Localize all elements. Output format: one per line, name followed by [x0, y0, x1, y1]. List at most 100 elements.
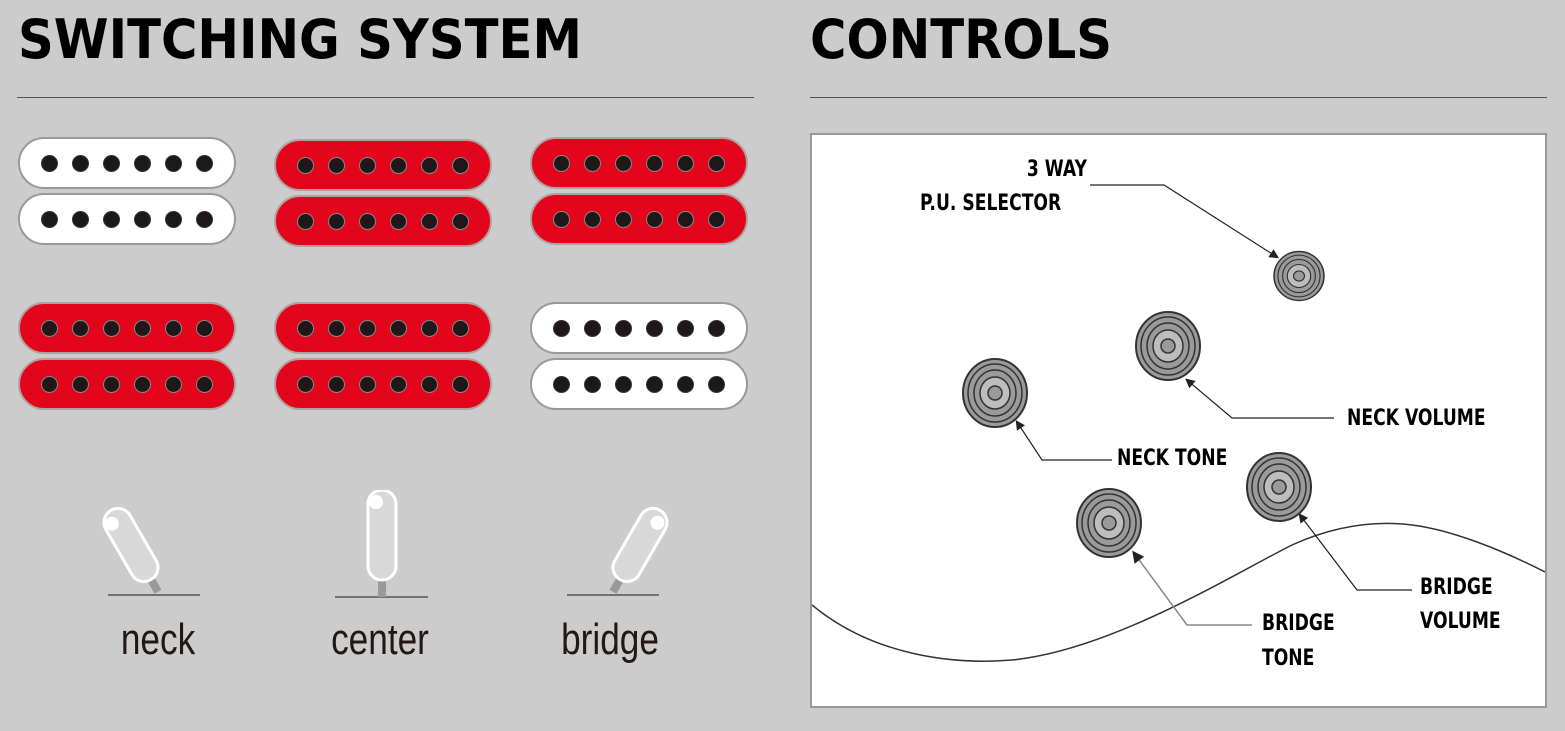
pole-piece-icon: [41, 154, 58, 172]
pickup-coil: [530, 358, 748, 410]
pole-piece-icon: [196, 319, 213, 337]
bridge-tone-knob-icon: [1076, 488, 1142, 558]
pole-piece-icon: [297, 375, 314, 393]
pole-piece-icon: [708, 375, 725, 393]
pole-piece-icon: [165, 210, 182, 228]
pole-piece-icon: [553, 210, 570, 228]
pole-piece-icon: [328, 212, 345, 230]
neck-pickup-center-active: [274, 302, 496, 414]
label-bridge-volume-line2: VOLUME: [1420, 609, 1501, 634]
pole-piece-icon: [390, 375, 407, 393]
pickup-coil: [18, 137, 236, 189]
pole-piece-icon: [196, 210, 213, 228]
controls-drawing: [812, 184, 1545, 662]
bridge-pickup-bridge-active: [530, 137, 752, 249]
label-selector-line2: P.U. SELECTOR: [920, 191, 1062, 216]
controls-diagram: 3 WAY P.U. SELECTOR NECK VOLUME NECK TON…: [810, 133, 1547, 708]
toggle-switch-neck-icon: [102, 506, 200, 596]
label-selector-line1: 3 WAY: [1026, 157, 1087, 182]
pole-piece-icon: [41, 319, 58, 337]
leader-bridge-volume: [1298, 513, 1412, 591]
pole-piece-icon: [390, 212, 407, 230]
pole-piece-icon: [359, 375, 376, 393]
pole-piece-icon: [196, 375, 213, 393]
pole-piece-icon: [421, 375, 438, 393]
pole-piece-icon: [584, 154, 601, 172]
switching-system-title: SWITCHING SYSTEM: [18, 8, 582, 71]
pole-piece-icon: [103, 210, 120, 228]
pole-piece-icon: [615, 375, 632, 393]
pole-piece-icon: [134, 319, 151, 337]
pole-piece-icon: [615, 154, 632, 172]
pole-piece-icon: [584, 319, 601, 337]
switch-label-neck: neck: [120, 615, 196, 664]
pole-piece-icon: [452, 375, 469, 393]
bridge-pickup-neck-inactive: [18, 137, 240, 249]
pole-piece-icon: [615, 210, 632, 228]
pole-piece-icon: [452, 319, 469, 337]
pole-piece-icon: [134, 375, 151, 393]
switch-label-bridge: bridge: [561, 615, 659, 664]
selector-knob-icon: [1273, 250, 1325, 302]
pickup-coil: [18, 302, 236, 354]
pole-piece-icon: [646, 375, 663, 393]
body-outline: [812, 522, 1545, 662]
bridge-volume-knob-icon: [1246, 452, 1312, 522]
label-neck-tone: NECK TONE: [1117, 446, 1228, 471]
pole-piece-icon: [72, 154, 89, 172]
label-bridge-tone-line1: BRIDGE: [1262, 611, 1335, 636]
pole-piece-icon: [165, 319, 182, 337]
divider: [810, 97, 1547, 98]
pickup-coil: [530, 193, 748, 245]
pole-piece-icon: [103, 154, 120, 172]
pole-piece-icon: [677, 375, 694, 393]
pole-piece-icon: [72, 375, 89, 393]
pole-piece-icon: [390, 156, 407, 174]
neck-tone-knob-icon: [962, 358, 1028, 428]
pole-piece-icon: [708, 319, 725, 337]
toggle-switch-bridge-icon: [567, 506, 669, 596]
pole-piece-icon: [677, 210, 694, 228]
toggle-switch-center-icon: [335, 490, 428, 598]
neck-pickup-neck-active: [18, 302, 240, 414]
pole-piece-icon: [452, 156, 469, 174]
divider: [17, 97, 754, 98]
pole-piece-icon: [165, 375, 182, 393]
pole-piece-icon: [584, 210, 601, 228]
pole-piece-icon: [41, 210, 58, 228]
pole-piece-icon: [297, 319, 314, 337]
label-bridge-volume-line1: BRIDGE: [1420, 575, 1493, 600]
bridge-pickup-center-active: [274, 139, 496, 251]
pole-piece-icon: [41, 375, 58, 393]
pole-piece-icon: [72, 210, 89, 228]
pole-piece-icon: [165, 154, 182, 172]
pole-piece-icon: [196, 154, 213, 172]
pole-piece-icon: [103, 319, 120, 337]
switch-label-center: center: [331, 615, 429, 664]
pole-piece-icon: [297, 156, 314, 174]
pole-piece-icon: [328, 156, 345, 174]
pole-piece-icon: [328, 319, 345, 337]
pole-piece-icon: [646, 319, 663, 337]
pickup-coil: [18, 193, 236, 245]
leader-neck-tone: [1015, 419, 1112, 461]
pickup-coil: [530, 137, 748, 189]
pole-piece-icon: [421, 156, 438, 174]
pole-piece-icon: [646, 210, 663, 228]
pickup-coil: [274, 358, 492, 410]
pickup-coil: [274, 139, 492, 191]
pole-piece-icon: [328, 375, 345, 393]
pole-piece-icon: [677, 154, 694, 172]
pole-piece-icon: [708, 210, 725, 228]
pole-piece-icon: [677, 319, 694, 337]
pickup-coil: [274, 302, 492, 354]
pole-piece-icon: [297, 212, 314, 230]
label-bridge-tone-line2: TONE: [1262, 646, 1315, 671]
pole-piece-icon: [708, 154, 725, 172]
pole-piece-icon: [134, 154, 151, 172]
leader-neck-volume: [1185, 378, 1334, 419]
pole-piece-icon: [390, 319, 407, 337]
pole-piece-icon: [134, 210, 151, 228]
leader-selector: [1090, 184, 1280, 259]
pole-piece-icon: [103, 375, 120, 393]
